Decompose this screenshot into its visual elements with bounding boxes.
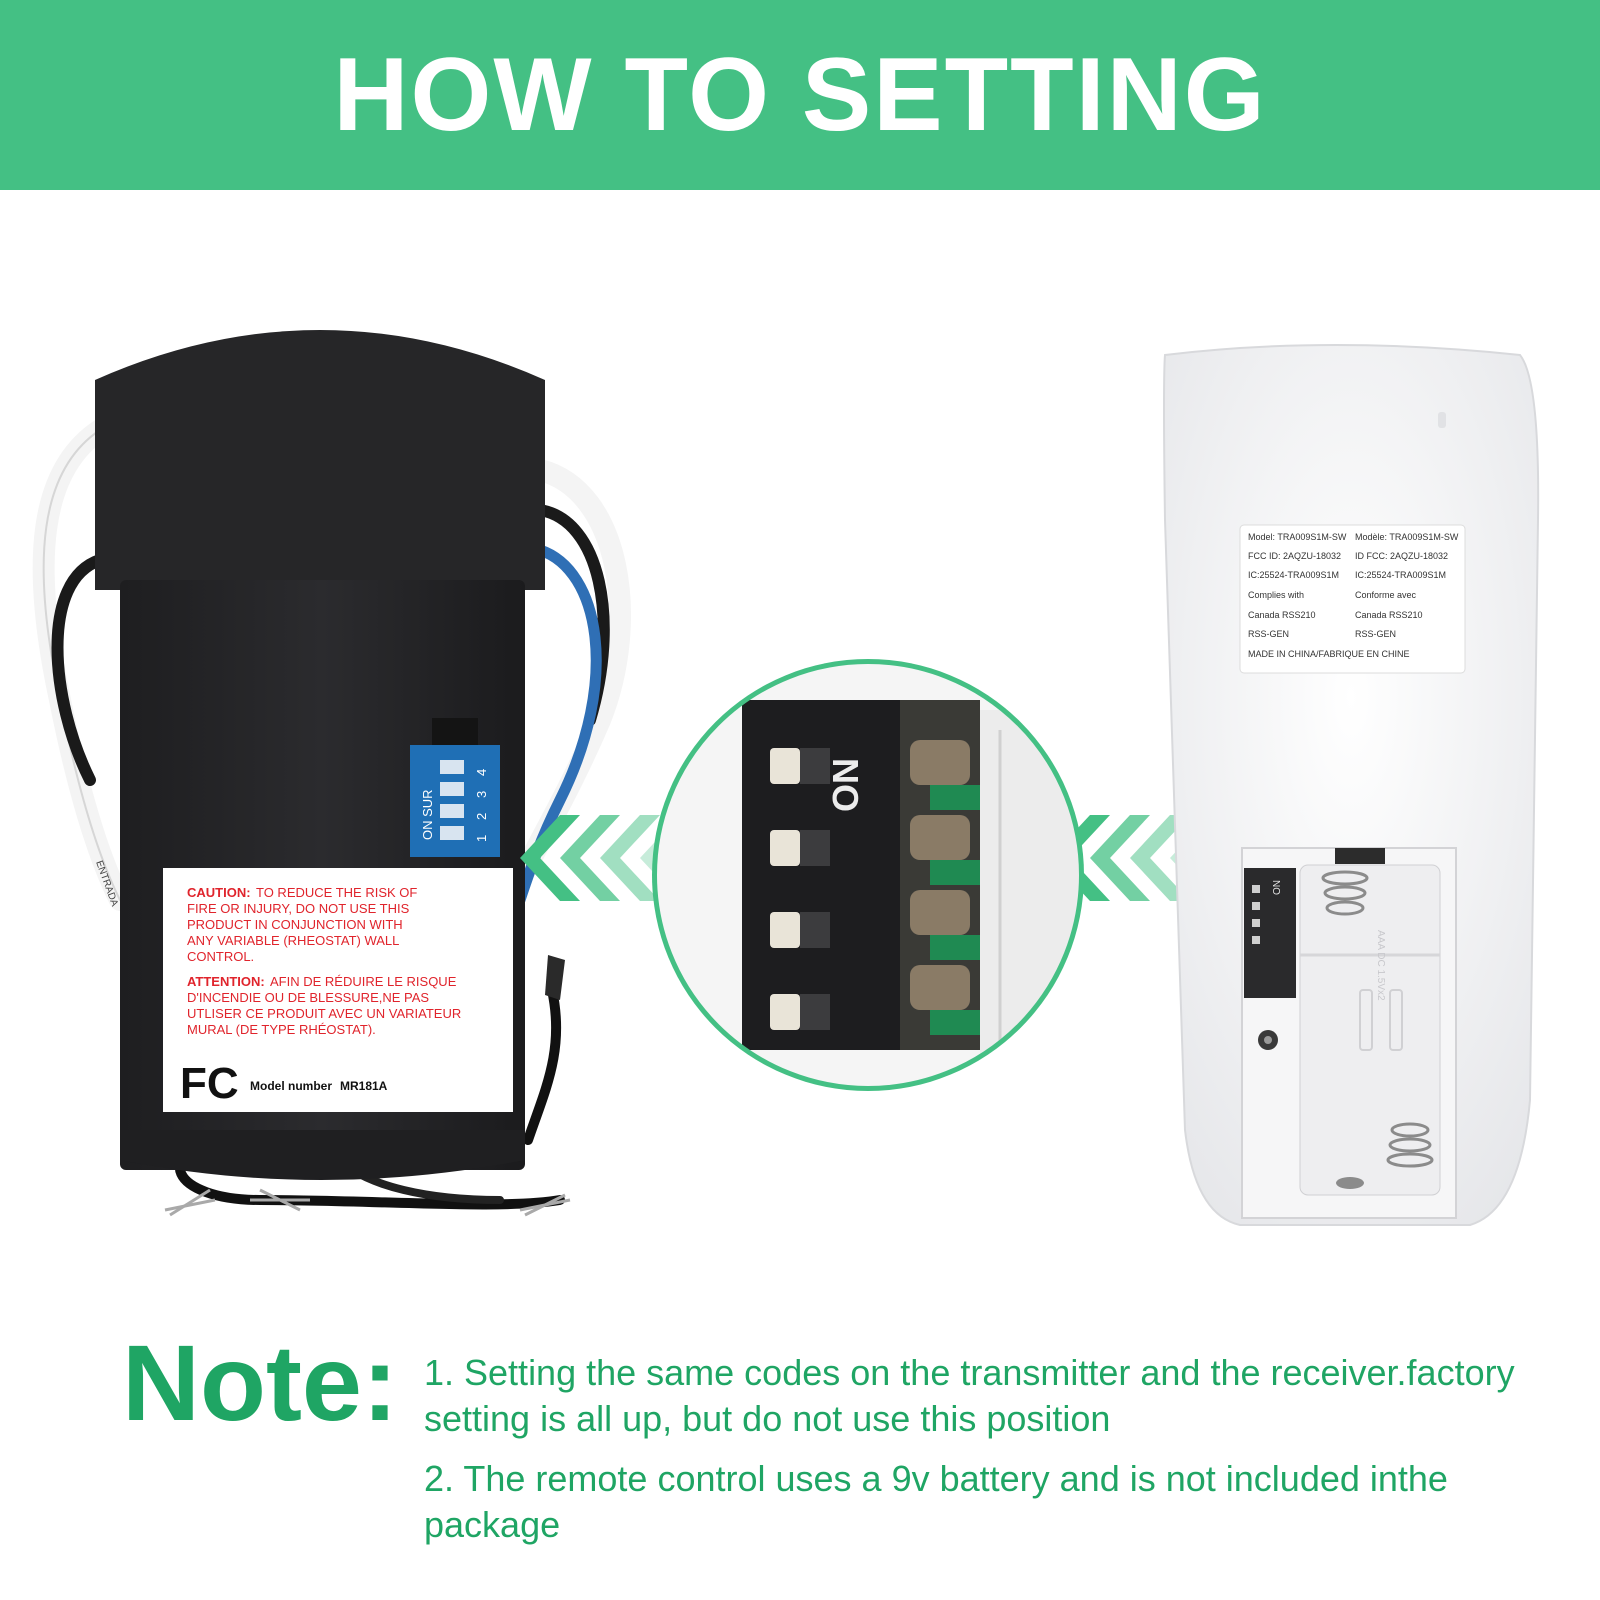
fcc-logo: FC	[180, 1059, 239, 1108]
dip-switch-zoom: ON	[652, 659, 1084, 1091]
dip-number-4: 4	[474, 769, 489, 776]
model-number-label: Model number	[250, 1079, 332, 1093]
label-left-4: Complies with	[1248, 590, 1304, 600]
attention-line-2: D'INCENDIE OU DE BLESSURE,NE PAS	[187, 990, 429, 1005]
page-title: HOW TO SETTING	[333, 36, 1267, 153]
battery-text: AAA DC 1.5Vx2	[1375, 930, 1386, 1001]
receiver-antenna-plug	[545, 955, 565, 1000]
note-item-2: 2. The remote control uses a 9v battery …	[424, 1458, 1448, 1545]
label-left-1: Model: TRA009S1M-SW	[1248, 532, 1347, 542]
label-right-3: IC:25524-TRA009S1M	[1355, 570, 1446, 580]
caution-title: CAUTION:	[187, 885, 251, 900]
model-number-value: MR181A	[340, 1079, 388, 1093]
label-left-5: Canada RSS210	[1248, 610, 1316, 620]
attention-title: ATTENTION:	[187, 974, 265, 989]
attention-line-4: MURAL (DE TYPE RHÉOSTAT).	[187, 1022, 376, 1037]
label-left-2: FCC ID: 2AQZU-18032	[1248, 551, 1341, 561]
header-banner: HOW TO SETTING	[0, 0, 1600, 190]
caution-line-5: CONTROL.	[187, 949, 254, 964]
caution-line-4: ANY VARIABLE (RHEOSTAT) WALL	[187, 933, 399, 948]
battery-spring-top	[1321, 870, 1369, 916]
label-right-4: Conforme avec	[1355, 590, 1417, 600]
caution-line-2: FIRE OR INJURY, DO NOT USE THIS	[187, 901, 410, 916]
battery-contact	[1336, 1177, 1364, 1189]
remote-dip-on-label: ON	[1272, 880, 1283, 895]
receiver-dip-switch[interactable]: ON SUR 1 2 3 4	[410, 718, 500, 857]
label-right-2: ID FCC: 2AQZU-18032	[1355, 551, 1448, 561]
remote-led	[1438, 412, 1446, 428]
remote-screw-head	[1264, 1036, 1272, 1044]
dip-number-1: 1	[474, 835, 489, 842]
attention-line-3: UTLISER CE PRODUIT AVEC UN VARIATEUR	[187, 1006, 461, 1021]
note-item-1: 1. Setting the same codes on the transmi…	[424, 1352, 1515, 1439]
label-right-6: RSS-GEN	[1355, 629, 1396, 639]
dip-number-3: 3	[474, 791, 489, 798]
label-right-5: Canada RSS210	[1355, 610, 1423, 620]
remote-compliance-label: Model: TRA009S1M-SW FCC ID: 2AQZU-18032 …	[1239, 524, 1466, 674]
dip-number-2: 2	[474, 813, 489, 820]
label-left-6: RSS-GEN	[1248, 629, 1289, 639]
remote-dip-switch[interactable]: ON	[1244, 868, 1296, 998]
label-footer: MADE IN CHINA/FABRIQUE EN CHINE	[1248, 649, 1410, 659]
attention-line-1: AFIN DE RÉDUIRE LE RISQUE	[270, 974, 457, 989]
label-right-1: Modèle: TRA009S1M-SW	[1355, 532, 1459, 542]
label-left-3: IC:25524-TRA009S1M	[1248, 570, 1339, 580]
battery-spring-bottom	[1386, 1122, 1434, 1168]
wire-strands	[164, 1188, 571, 1217]
receiver-dip-on-label: ON SUR	[420, 789, 435, 840]
receiver-warning-label: CAUTION: TO REDUCE THE RISK OF FIRE OR I…	[163, 868, 513, 1112]
zoom-on-label: ON	[825, 758, 866, 812]
note-heading: Note:	[122, 1322, 398, 1443]
product-illustration: ON SUR 1 2 3 4 CAUTION: TO REDUCE THE RI…	[32, 330, 1540, 1226]
caution-line-1: TO REDUCE THE RISK OF	[256, 885, 417, 900]
caution-line-3: PRODUCT IN CONJUNCTION WITH	[187, 917, 403, 932]
